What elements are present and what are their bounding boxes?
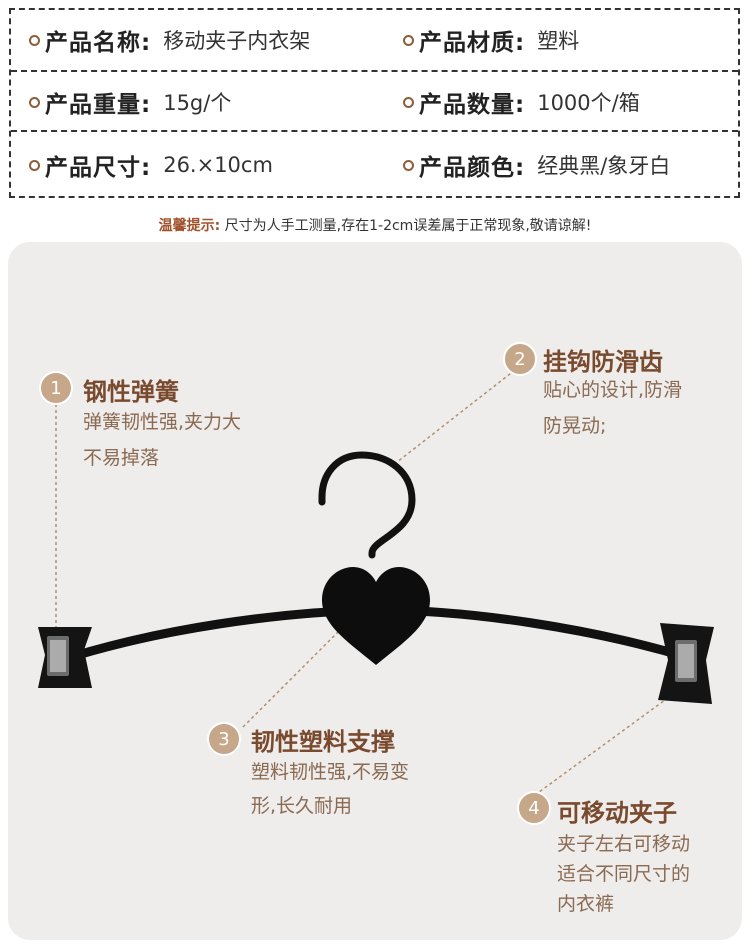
measurement-tip: 温馨提示: 尺寸为人手工测量,存在1-2cm误差属于正常现象,敬请谅解!	[0, 215, 750, 235]
callout-number-badge: 4	[517, 791, 551, 825]
callout-desc-line: 夹子左右可移动	[557, 833, 691, 855]
spec-size: 产品尺寸: 26.×10cm	[29, 132, 273, 198]
callout-desc-line: 塑料韧性强,不易变	[251, 761, 410, 783]
callout-title: 挂钩防滑齿	[543, 348, 663, 376]
leader-line-2	[391, 369, 516, 467]
heart-ornament	[322, 567, 430, 665]
spec-row: 产品名称: 移动夹子内衣架 产品材质: 塑料	[11, 10, 738, 70]
spec-label: 产品数量:	[419, 92, 526, 118]
spec-value: 1000个/箱	[537, 91, 640, 115]
callout-title: 韧性塑料支撑	[251, 728, 395, 756]
bullet-icon	[29, 34, 40, 46]
callout-desc-line: 不易掉落	[83, 447, 160, 469]
spec-label: 产品尺寸:	[45, 155, 152, 181]
callout-desc-line: 贴心的设计,防滑	[543, 379, 683, 401]
spec-material: 产品材质: 塑料	[403, 10, 579, 70]
callout-number-badge: 2	[503, 342, 537, 376]
spec-value: 15g/个	[163, 91, 232, 115]
right-clip	[658, 623, 714, 704]
spec-label: 产品名称:	[45, 30, 152, 56]
tip-title: 温馨提示:	[158, 218, 221, 234]
bullet-icon	[29, 159, 40, 171]
spec-row: 产品重量: 15g/个 产品数量: 1000个/箱	[11, 70, 738, 132]
spec-row: 产品尺寸: 26.×10cm 产品颜色: 经典黑/象牙白	[11, 130, 738, 198]
bullet-icon	[403, 159, 414, 171]
callout-desc-line: 防晃动;	[543, 415, 607, 437]
callout-number-badge: 3	[207, 722, 241, 756]
spec-value: 经典黑/象牙白	[537, 154, 671, 178]
spec-label: 产品颜色:	[419, 155, 526, 181]
spec-value: 26.×10cm	[163, 153, 273, 177]
spec-quantity: 产品数量: 1000个/箱	[403, 72, 640, 132]
spec-value: 塑料	[537, 29, 580, 53]
callout-desc-line: 形,长久耐用	[251, 795, 353, 817]
callout-number-badge: 1	[39, 371, 73, 405]
callout-desc-line: 适合不同尺寸的	[557, 863, 691, 885]
spec-value: 移动夹子内衣架	[163, 29, 311, 53]
leader-line-4	[534, 699, 666, 796]
tip-text: 尺寸为人手工测量,存在1-2cm误差属于正常现象,敬请谅解!	[224, 218, 592, 234]
callout-desc-line: 内衣裤	[557, 893, 615, 915]
spec-weight: 产品重量: 15g/个	[29, 72, 231, 132]
callout-desc-line: 弹簧韧性强,夹力大	[83, 411, 242, 433]
leader-line-3	[242, 619, 351, 728]
spec-table: 产品名称: 移动夹子内衣架 产品材质: 塑料 产品重量: 15g/个 产品数量:…	[9, 8, 740, 198]
bullet-icon	[29, 96, 40, 108]
spec-color: 产品颜色: 经典黑/象牙白	[403, 132, 670, 198]
left-clip	[38, 627, 92, 688]
callout-title: 可移动夹子	[557, 799, 677, 827]
callout-title: 钢性弹簧	[83, 378, 179, 406]
bullet-icon	[403, 96, 414, 108]
bullet-icon	[403, 34, 414, 46]
spec-name: 产品名称: 移动夹子内衣架	[29, 10, 310, 70]
spec-label: 产品材质:	[419, 30, 526, 56]
hanger-hook	[318, 451, 416, 559]
spec-label: 产品重量:	[45, 92, 152, 118]
